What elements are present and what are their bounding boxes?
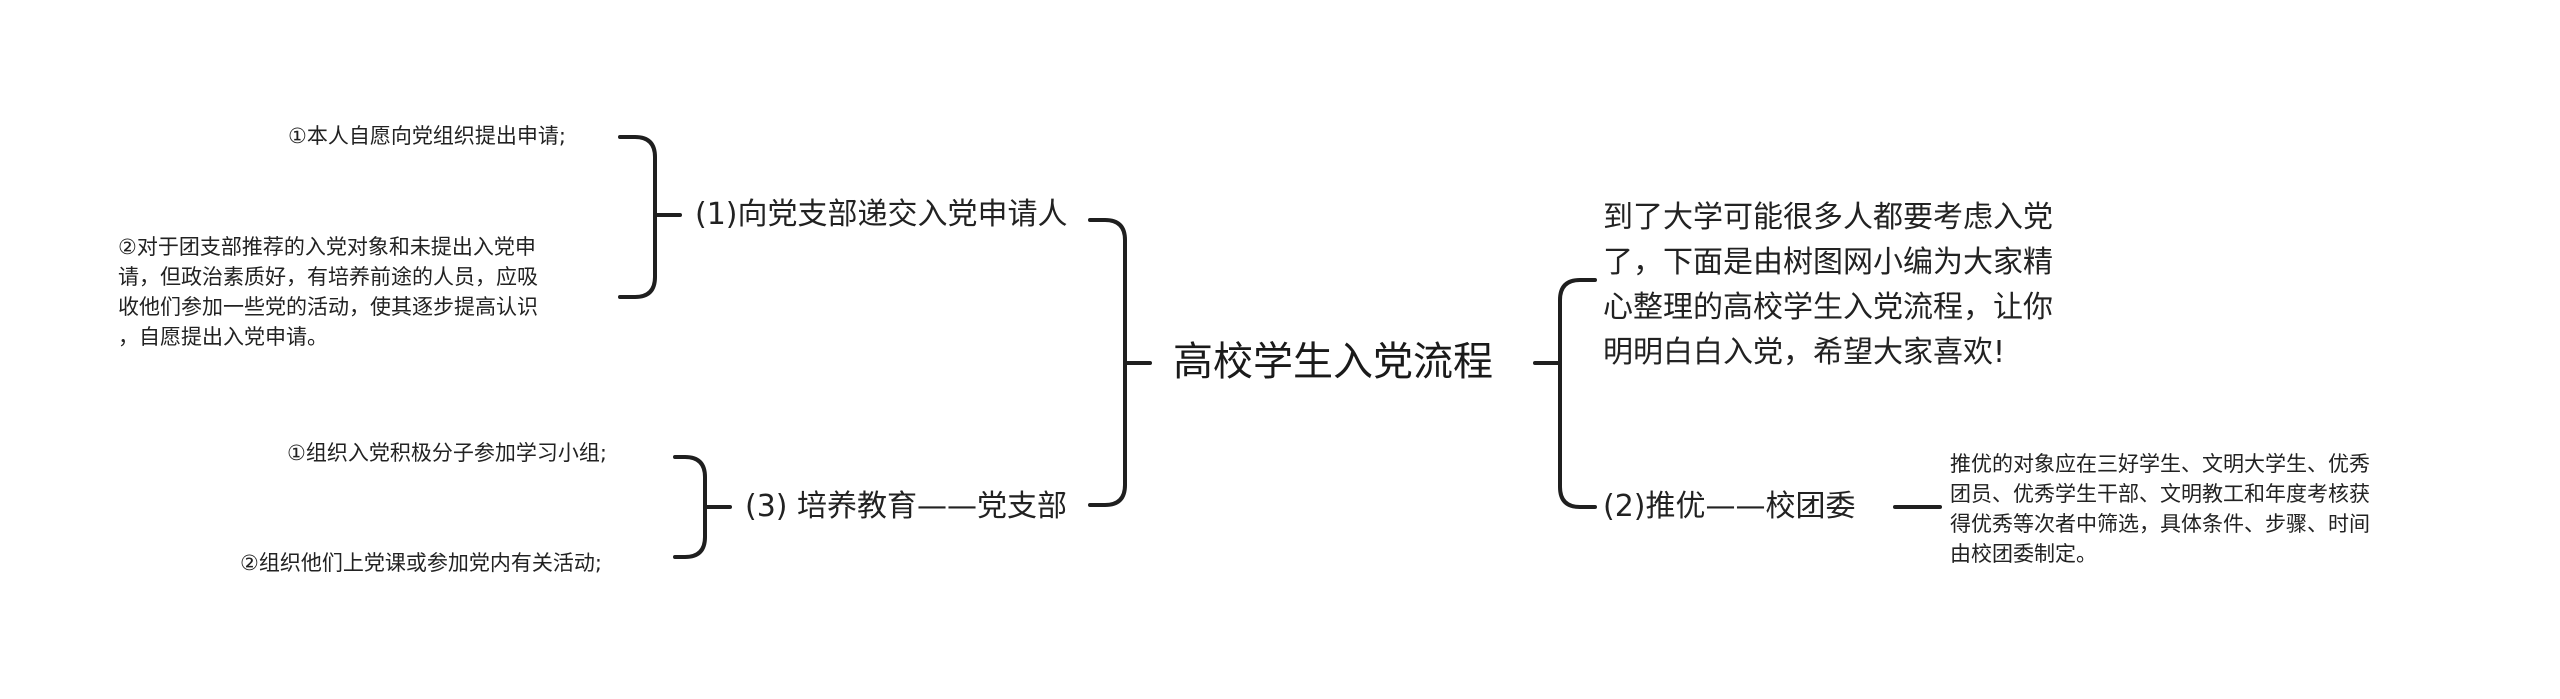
bracket-root-left: [1088, 218, 1127, 507]
leaf-study-group: ①组织入党积极分子参加学习小组;: [287, 441, 607, 465]
desc-line: 明明白白入党，希望大家喜欢!: [1603, 335, 2006, 370]
bracket-root-right: [1558, 278, 1597, 509]
desc-line: 到了大学可能很多人都要考虑入党: [1603, 200, 2053, 235]
desc-line: 了，下面是由树图网小编为大家精: [1603, 245, 2053, 280]
leaf-line: 推优的对象应在三好学生、文明大学生、优秀: [1950, 452, 2370, 476]
node-submit-application: (1)向党支部递交入党申请人: [695, 197, 1068, 232]
bracket-left3: [673, 455, 707, 559]
leaf-voluntary-application: ①本人自愿向党组织提出申请;: [288, 124, 566, 148]
intro-description: 到了大学可能很多人都要考虑入党 了，下面是由树图网小编为大家精 心整理的高校学生…: [1603, 195, 2113, 375]
node-training-education: (3) 培养教育——党支部: [745, 489, 1068, 524]
leaf-party-class: ②组织他们上党课或参加党内有关活动;: [240, 551, 602, 575]
leaf-line: ②对于团支部推荐的入党对象和未提出入党申: [118, 235, 536, 259]
leaf-recommend-criteria: 推优的对象应在三好学生、文明大学生、优秀 团员、优秀学生干部、文明教工和年度考核…: [1950, 449, 2370, 569]
leaf-league-recommendation: ②对于团支部推荐的入党对象和未提出入党申 请，但政治素质好，有培养前途的人员，应…: [118, 232, 538, 352]
leaf-line: 请，但政治素质好，有培养前途的人员，应吸: [118, 265, 538, 289]
leaf-line: 由校团委制定。: [1950, 542, 2097, 566]
node-recommend-excellent: (2)推优——校团委: [1603, 489, 1856, 524]
bracket-left1: [618, 135, 657, 299]
desc-line: 心整理的高校学生入党流程，让你: [1603, 290, 2053, 325]
leaf-line: 收他们参加一些党的活动，使其逐步提高认识: [118, 295, 538, 319]
leaf-line: 团员、优秀学生干部、文明教工和年度考核获: [1950, 482, 2370, 506]
leaf-line: ，自愿提出入党申请。: [118, 325, 328, 349]
leaf-line: 得优秀等次者中筛选，具体条件、步骤、时间: [1950, 512, 2370, 536]
root-title: 高校学生入党流程: [1173, 339, 1493, 385]
